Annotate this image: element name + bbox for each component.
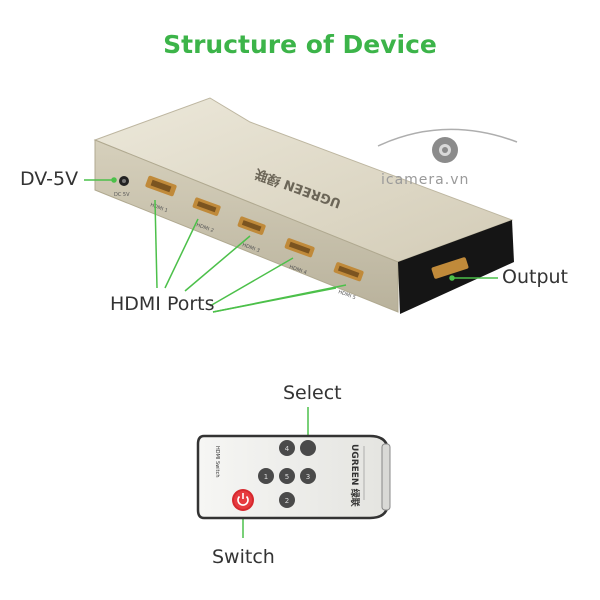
svg-text:5: 5	[285, 473, 289, 481]
hdmi-port-2: HDMI 2	[192, 197, 221, 234]
remote-button-2[interactable]: 2	[279, 492, 295, 508]
remote-button-select[interactable]	[300, 440, 316, 456]
svg-text:HDMI 2: HDMI 2	[195, 222, 214, 234]
output-hdmi-port	[431, 257, 469, 279]
svg-text:HDMI 5: HDMI 5	[337, 289, 356, 301]
power-icon	[237, 495, 249, 506]
remote-button-3[interactable]: 3	[300, 468, 316, 484]
svg-text:1: 1	[264, 473, 268, 481]
remote-button-1[interactable]: 1	[258, 468, 274, 484]
svg-text:HDMI 1: HDMI 1	[149, 202, 168, 214]
remote-button-4[interactable]: 4	[279, 440, 295, 456]
remote-button-5[interactable]: 5	[279, 468, 295, 484]
hdmi-ports-label: HDMI Ports	[110, 293, 215, 315]
remote-power-button[interactable]	[232, 489, 254, 511]
hdmi-port-5: HDMI 5	[333, 262, 364, 301]
remote-brand-text: UGREEN 绿联	[349, 444, 361, 508]
output-label: Output	[502, 266, 568, 288]
remote-control: HDMI Switch UGREEN 绿联 4 1 5 3 2	[196, 434, 391, 520]
hdmi-port-3: HDMI 3	[237, 216, 266, 254]
hdmi-switch-device: UGREEN 绿联 DC 5V HDMI 1 HDMI 2 HDMI 3 HDM…	[93, 97, 514, 314]
hdmi-port-4: HDMI 4	[284, 238, 315, 276]
svg-text:4: 4	[285, 445, 290, 453]
watermark-text: icamera.vn	[381, 172, 470, 188]
power-port-text: DC 5V	[114, 192, 130, 198]
switch-label: Switch	[212, 546, 275, 568]
callout-lines	[84, 177, 498, 538]
svg-text:2: 2	[285, 497, 289, 505]
svg-text:3: 3	[306, 473, 310, 481]
page-title: Structure of Device	[163, 30, 437, 59]
hdmi-port-1: HDMI 1	[145, 175, 177, 214]
svg-text:HDMI 4: HDMI 4	[288, 264, 307, 276]
watermark-logo	[377, 128, 518, 163]
select-label: Select	[283, 382, 342, 404]
remote-end-cap	[381, 443, 391, 511]
remote-side-text: HDMI Switch	[214, 446, 220, 478]
power-label: DV-5V	[20, 168, 79, 190]
svg-text:HDMI 3: HDMI 3	[241, 242, 260, 254]
